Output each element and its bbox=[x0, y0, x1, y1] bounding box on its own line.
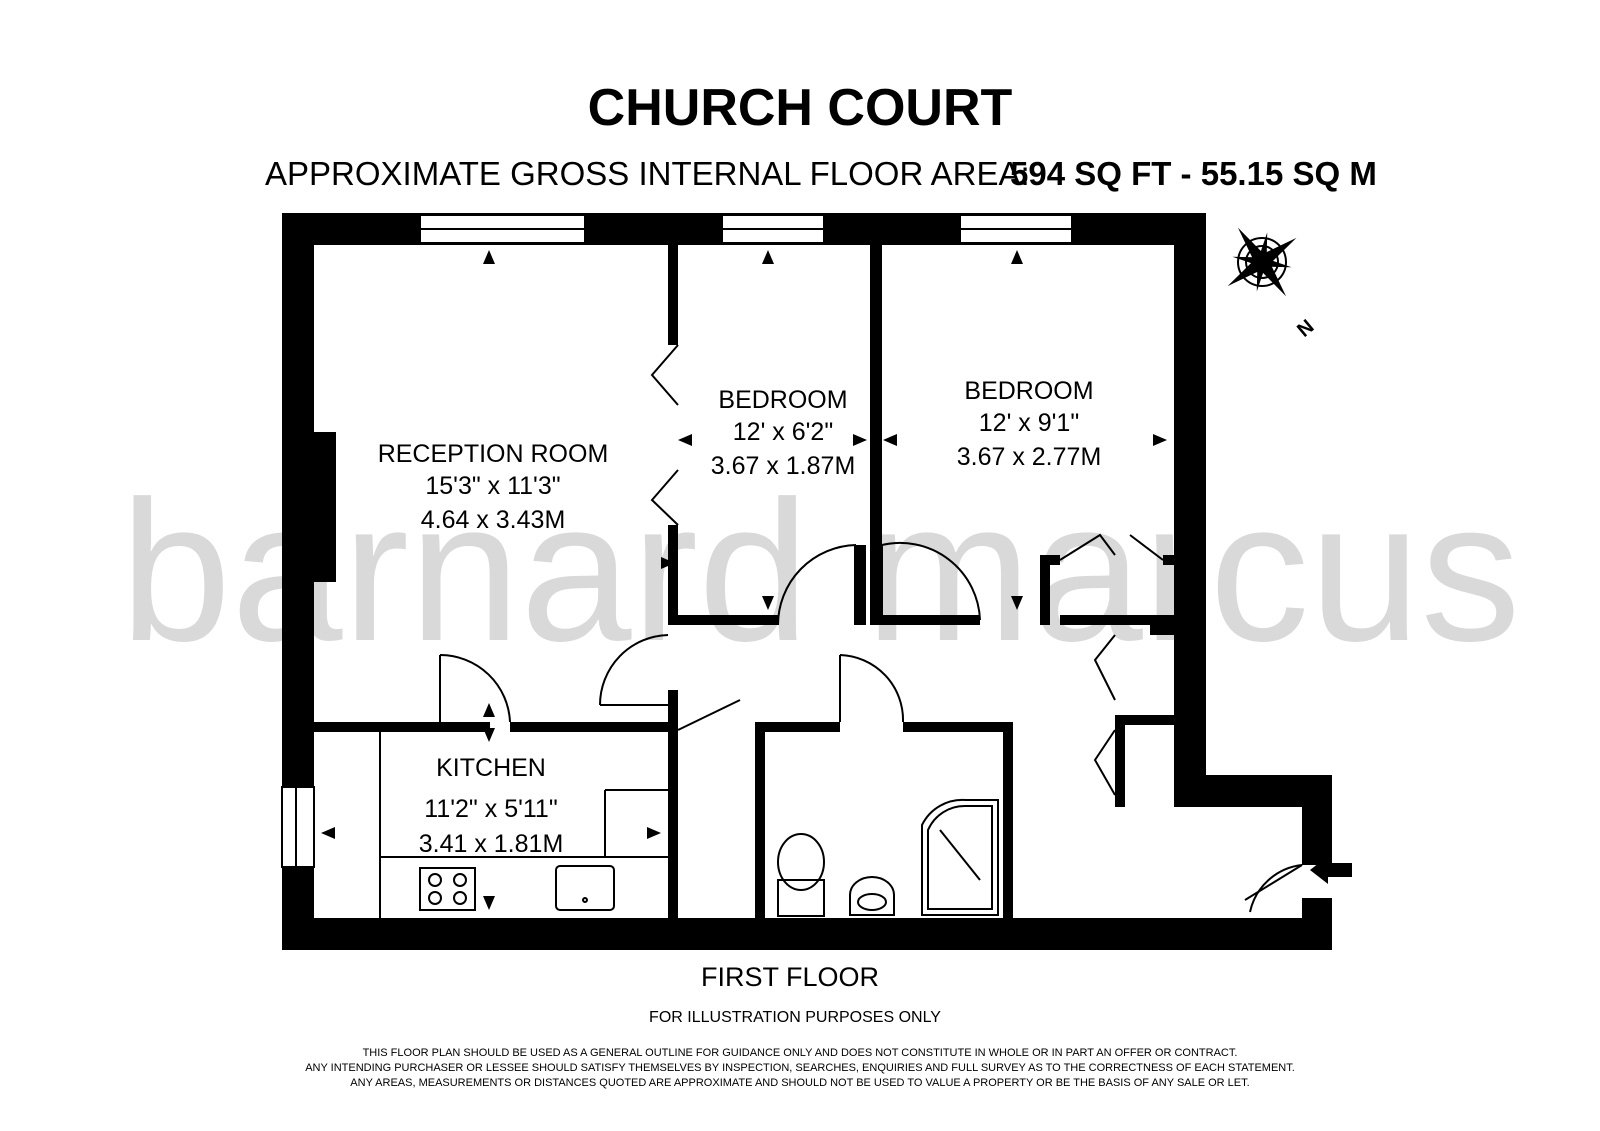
room-reception: RECEPTION ROOM 15'3" x 11'3" 4.64 x 3.43… bbox=[378, 440, 609, 534]
floor-label: FIRST FLOOR bbox=[701, 962, 879, 992]
room-imperial: 15'3" x 11'3" bbox=[425, 472, 560, 500]
room-metric: 4.64 x 3.43M bbox=[421, 506, 566, 534]
door-swings bbox=[439, 344, 1303, 913]
windows bbox=[295, 214, 1073, 867]
room-bedroom-1: BEDROOM 12' x 6'2" 3.67 x 1.87M bbox=[711, 386, 856, 480]
room-metric: 3.67 x 2.77M bbox=[957, 443, 1102, 471]
illustration-note: FOR ILLUSTRATION PURPOSES ONLY bbox=[649, 1009, 941, 1026]
compass-icon bbox=[1227, 227, 1297, 297]
room-name: BEDROOM bbox=[964, 377, 1093, 405]
room-imperial: 12' x 6'2" bbox=[733, 418, 833, 446]
room-name: KITCHEN bbox=[436, 754, 546, 782]
page-title: CHURCH COURT bbox=[588, 79, 1013, 137]
area-value: 594 SQ FT - 55.15 SQ M bbox=[1010, 155, 1377, 192]
disclaimer-line: THIS FLOOR PLAN SHOULD BE USED AS A GENE… bbox=[363, 1047, 1238, 1059]
room-imperial: 11'2" x 5'11" bbox=[424, 795, 557, 823]
room-name: BEDROOM bbox=[718, 386, 847, 414]
fixtures bbox=[379, 732, 999, 918]
room-imperial: 12' x 9'1" bbox=[979, 409, 1079, 437]
watermark: barnard marcus bbox=[120, 460, 1521, 683]
area-label: APPROXIMATE GROSS INTERNAL FLOOR AREA: bbox=[265, 155, 1030, 192]
room-bedroom-2: BEDROOM 12' x 9'1" 3.67 x 2.77M bbox=[957, 377, 1102, 471]
dimension-markers bbox=[320, 250, 1167, 910]
compass-north-label: N bbox=[1293, 316, 1318, 342]
room-name: RECEPTION ROOM bbox=[378, 440, 609, 468]
disclaimer-line: ANY AREAS, MEASUREMENTS OR DISTANCES QUO… bbox=[350, 1077, 1249, 1089]
disclaimer-line: ANY INTENDING PURCHASER OR LESSEE SHOULD… bbox=[305, 1062, 1295, 1074]
entrance-arrow-icon bbox=[1310, 856, 1352, 884]
room-metric: 3.67 x 1.87M bbox=[711, 452, 856, 480]
room-kitchen: KITCHEN 11'2" x 5'11" 3.41 x 1.81M bbox=[419, 754, 564, 858]
room-metric: 3.41 x 1.81M bbox=[419, 830, 564, 858]
